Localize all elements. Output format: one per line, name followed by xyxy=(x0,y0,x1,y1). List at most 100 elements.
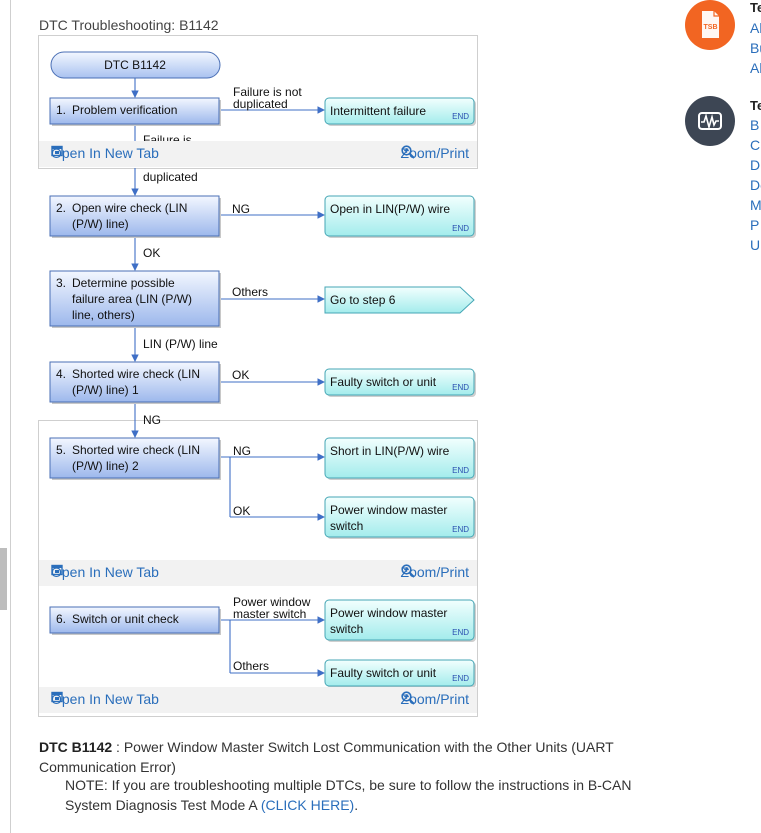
flow-result-3: Go to step 6 xyxy=(324,286,475,314)
scrollbar-thumb[interactable] xyxy=(0,548,7,610)
zoom-icon xyxy=(400,145,415,159)
flow-result-label: Intermittent failure xyxy=(330,104,426,118)
flow-step-label: failure area (LIN (P/W) xyxy=(72,292,192,306)
open-new-tab-link[interactable]: Open In New Tab xyxy=(51,691,159,707)
open-new-tab-label: Open In New Tab xyxy=(51,564,159,580)
tsb-icon[interactable]: TSB xyxy=(685,0,735,50)
waveform-icon xyxy=(698,112,722,130)
flow-branch-label: duplicated xyxy=(233,97,288,111)
flow-branch-label: NG xyxy=(233,444,251,458)
flow-step-number: 2. xyxy=(56,201,66,215)
zoom-icon xyxy=(400,564,415,578)
click-here-link[interactable]: (CLICK HERE) xyxy=(260,797,355,813)
flow-branch-label: LIN (P/W) line xyxy=(143,337,218,351)
flowchart: DTC B1142 1. Problem verification 2. Open wi… xyxy=(38,35,478,717)
tech-link-1[interactable]: B xyxy=(750,117,760,133)
tsb-link-2[interactable]: Bu xyxy=(750,40,761,56)
flow-step-label: Open wire check (LIN xyxy=(72,201,187,215)
flow-branch-label: NG xyxy=(232,202,250,216)
flow-result-label: Open in LIN(P/W) wire xyxy=(330,202,450,216)
flow-step-label: (P/W) line) 2 xyxy=(72,459,139,473)
open-new-tab-link[interactable]: Open In New Tab xyxy=(51,564,159,580)
flow-step-label: line, others) xyxy=(72,308,135,322)
flow-start-node: DTC B1142 xyxy=(50,51,221,79)
flow-step-label: Shorted wire check (LIN xyxy=(72,443,200,457)
chart-toolbar-1: Open In New Tab Zoom/Print xyxy=(39,141,477,167)
dtc-description-text: : Power Window Master Switch Lost Commun… xyxy=(39,739,614,775)
flow-result-label: Go to step 6 xyxy=(330,293,396,307)
flow-end-tag: END xyxy=(452,525,469,534)
page-title: DTC Troubleshooting: B1142 xyxy=(39,17,219,33)
flow-branch-label: OK xyxy=(233,504,250,518)
flow-step-number: 3. xyxy=(56,276,66,290)
dtc-code: DTC B1142 xyxy=(39,739,113,755)
tech-link-2[interactable]: C xyxy=(750,137,761,153)
flow-branch-label: OK xyxy=(143,246,160,260)
flow-step-number: 6. xyxy=(56,612,66,626)
flow-step-2: 2. Open wire check (LIN (P/W) line) xyxy=(49,195,221,238)
flow-branch-label: Others xyxy=(233,659,269,673)
tech-link-4[interactable]: De xyxy=(750,177,761,193)
open-new-tab-label: Open In New Tab xyxy=(51,691,159,707)
flow-step-label: Shorted wire check (LIN xyxy=(72,367,200,381)
tech-link-5[interactable]: M xyxy=(750,197,761,213)
zoom-print-link[interactable]: Zoom/Print xyxy=(401,145,469,161)
panel-frame-1 xyxy=(38,35,478,169)
flow-end-tag: END xyxy=(452,466,469,475)
flow-step-label: (P/W) line) xyxy=(72,217,129,231)
tech-link-7[interactable]: U xyxy=(750,237,761,253)
flow-branch-label: NG xyxy=(143,413,161,427)
document-icon: TSB xyxy=(702,11,719,38)
flow-step-5: 5. Shorted wire check (LIN (P/W) line) 2 xyxy=(49,437,221,480)
flow-end-tag: END xyxy=(452,224,469,233)
open-tab-icon xyxy=(51,691,63,703)
tech-info-icon[interactable] xyxy=(685,96,735,146)
zoom-print-link[interactable]: Zoom/Print xyxy=(401,564,469,580)
flow-step-1: 1. Problem verification xyxy=(49,97,221,126)
flow-start-label: DTC B1142 xyxy=(104,58,166,72)
chart-toolbar-3: Open In New Tab Zoom/Print xyxy=(39,687,477,713)
flow-end-tag: END xyxy=(452,112,469,121)
zoom-print-label: Zoom/Print xyxy=(400,691,469,707)
troubleshooting-note: NOTE: If you are troubleshooting multipl… xyxy=(65,775,665,815)
flow-step-label: Problem verification xyxy=(72,103,177,117)
flow-result-label: Power window master xyxy=(330,606,447,620)
flow-result-label: Faulty switch or unit xyxy=(330,666,437,680)
flow-step-number: 1. xyxy=(56,103,66,117)
tech-link-3[interactable]: Di xyxy=(750,157,761,173)
content-left-border xyxy=(10,0,11,833)
tech-section-title: Te xyxy=(750,98,761,113)
flow-end-tag: END xyxy=(452,674,469,683)
flow-branch-label: duplicated xyxy=(143,170,198,184)
flow-result-label: switch xyxy=(330,519,363,533)
flow-end-tag: END xyxy=(452,628,469,637)
flow-branch-label: OK xyxy=(232,368,249,382)
flow-branch-label: Power window xyxy=(233,595,311,609)
flow-step-number: 5. xyxy=(56,443,66,457)
open-new-tab-link[interactable]: Open In New Tab xyxy=(51,145,159,161)
flow-end-tag: END xyxy=(452,383,469,392)
tsb-link-1[interactable]: Al xyxy=(750,20,761,36)
zoom-print-label: Zoom/Print xyxy=(400,564,469,580)
note-text: NOTE: If you are troubleshooting multipl… xyxy=(65,777,632,813)
dtc-description: DTC B1142 : Power Window Master Switch L… xyxy=(39,737,659,777)
zoom-print-link[interactable]: Zoom/Print xyxy=(401,691,469,707)
open-tab-icon xyxy=(51,145,63,157)
flow-branch-label: master switch xyxy=(233,607,306,621)
open-tab-icon xyxy=(51,564,63,576)
flow-step-6: 6.Switch or unit check xyxy=(49,606,221,635)
note-end: . xyxy=(354,797,359,813)
flowchart-canvas: DTC B1142 1. Problem verification 2. Open wi… xyxy=(38,35,478,717)
flow-result-label: Short in LIN(P/W) wire xyxy=(330,444,450,458)
flow-result-label: Faulty switch or unit xyxy=(330,375,437,389)
zoom-print-label: Zoom/Print xyxy=(400,145,469,161)
tsb-section-title: Te xyxy=(750,0,761,15)
tsb-link-3[interactable]: Al xyxy=(750,60,761,76)
tech-link-6[interactable]: P xyxy=(750,217,760,233)
